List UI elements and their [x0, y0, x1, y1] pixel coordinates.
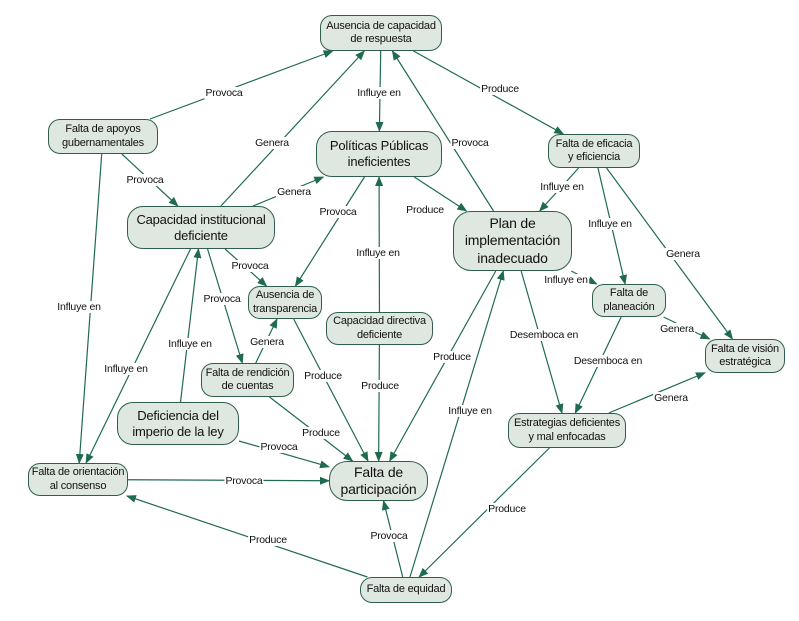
edge-label: Influye en — [587, 218, 633, 230]
edge-plan_implementacion-to-falta_participacion — [389, 270, 497, 462]
edge-capacidad_institucional-to-ausencia_capacidad — [220, 50, 366, 207]
edge-label: Influye en — [56, 301, 102, 313]
edge-capacidad_institucional-to-falta_orientacion — [85, 248, 192, 464]
edge-label: Genera — [653, 392, 689, 404]
node-falta-participacion[interactable]: Falta de participación — [329, 461, 428, 501]
edge-label: Produce — [301, 427, 341, 439]
node-label: Estrategias deficientes y mal enfocadas — [513, 417, 621, 443]
edge-label: Genera — [659, 323, 695, 335]
edge-politicas_publicas-to-plan_implementacion — [413, 176, 468, 212]
edge-label: Produce — [480, 83, 520, 95]
node-label: Falta de visión estratégica — [711, 342, 779, 368]
node-label: Falta de planeación — [603, 287, 655, 313]
edge-label: Provoca — [202, 293, 242, 305]
edge-label: Provoca — [318, 206, 358, 218]
edge-politicas_publicas-to-ausencia_transparencia — [294, 176, 365, 287]
node-politicas-publicas-ineficientes[interactable]: Políticas Públicas ineficientes — [316, 131, 442, 177]
edge-label: Produce — [303, 370, 343, 382]
node-deficiencia-imperio-ley[interactable]: Deficiencia del imperio de la ley — [117, 402, 239, 445]
edge-label: Provoca — [125, 174, 165, 186]
node-label: Falta de equidad — [366, 583, 446, 596]
node-label: Falta de rendición de cuentas — [205, 366, 290, 392]
edge-falta_equidad-to-plan_implementacion — [409, 270, 505, 578]
edge-deficiencia_imperio-to-capacidad_institucional — [179, 248, 202, 403]
node-plan-implementacion-inadecuado[interactable]: Plan de implementación inadecuado — [453, 211, 572, 271]
node-estrategias-deficientes[interactable]: Estrategias deficientes y mal enfocadas — [508, 413, 626, 448]
edge-label: Desemboca en — [572, 355, 644, 367]
node-falta-eficacia-eficiencia[interactable]: Falta de eficacia y eficiencia — [548, 134, 640, 168]
node-label: Falta de apoyos gubernamentales — [61, 123, 144, 149]
edge-label: Genera — [665, 248, 701, 260]
node-label: Ausencia de transparencia — [252, 289, 318, 315]
node-label: Capacidad directiva deficiente — [333, 315, 426, 341]
node-label: Falta de orientación al consenso — [31, 466, 125, 492]
edge-label: Provoca — [369, 530, 409, 542]
edge-label: Produce — [405, 204, 445, 216]
node-falta-apoyos-gubernamentales[interactable]: Falta de apoyos gubernamentales — [48, 119, 158, 154]
edge-label: Influye en — [167, 338, 213, 350]
edge-label: Influye en — [356, 87, 402, 99]
edge-falta_apoyos-to-ausencia_capacidad — [149, 50, 334, 120]
edge-plan_implementacion-to-ausencia_capacidad — [391, 50, 495, 212]
edge-label: Influye en — [447, 405, 493, 417]
edge-label: Provoca — [204, 87, 244, 99]
node-falta-orientacion-consenso[interactable]: Falta de orientación al consenso — [28, 463, 128, 496]
edge-label: Influye en — [355, 247, 401, 259]
node-falta-planeacion[interactable]: Falta de planeación — [592, 284, 666, 317]
edge-label: Influye en — [539, 181, 585, 193]
edge-label: Produce — [432, 351, 472, 363]
node-label: Plan de implementación inadecuado — [464, 215, 561, 266]
node-label: Ausencia de capacidad de respuesta — [326, 19, 436, 45]
edge-label: Influye en — [103, 363, 149, 375]
node-label: Falta de eficacia y eficiencia — [555, 137, 633, 163]
edge-label: Provoca — [450, 137, 490, 149]
node-falta-rendicion-cuentas[interactable]: Falta de rendición de cuentas — [201, 363, 294, 397]
node-falta-equidad[interactable]: Falta de equidad — [360, 577, 452, 603]
edge-label: Provoca — [230, 260, 270, 272]
edge-capacidad_directiva-to-falta_participacion — [374, 344, 383, 462]
node-capacidad-directiva-deficiente[interactable]: Capacidad directiva deficiente — [326, 312, 433, 345]
edge-falta_equidad-to-falta_orientacion — [126, 495, 368, 578]
node-label: Políticas Públicas ineficientes — [329, 138, 429, 169]
edge-estrategias_deficientes-to-falta_equidad — [418, 447, 550, 578]
node-ausencia-capacidad-respuesta[interactable]: Ausencia de capacidad de respuesta — [320, 15, 442, 51]
edge-ausencia_transparencia-to-falta_participacion — [293, 318, 369, 462]
edge-label: Produce — [487, 503, 527, 515]
edge-capacidad_institucional-to-falta_rendicion — [206, 248, 244, 364]
edge-label: Produce — [360, 380, 400, 392]
node-ausencia-transparencia[interactable]: Ausencia de transparencia — [248, 286, 322, 319]
edge-label: Desemboca en — [508, 329, 580, 341]
edge-label: Provoca — [259, 441, 299, 453]
node-falta-vision-estrategica[interactable]: Falta de visión estratégica — [705, 339, 785, 373]
node-label: Falta de participación — [340, 463, 417, 497]
edge-plan_implementacion-to-estrategias_deficientes — [520, 270, 564, 414]
edge-label: Genera — [254, 137, 290, 149]
node-label: Deficiencia del imperio de la ley — [132, 407, 224, 439]
edge-deficiencia_imperio-to-falta_participacion — [238, 440, 330, 469]
edge-label: Produce — [248, 534, 288, 546]
edge-label: Influye en — [543, 274, 589, 286]
edge-label: Genera — [276, 186, 312, 198]
edge-label: Genera — [249, 336, 285, 348]
edge-label: Provoca — [224, 475, 264, 487]
node-capacidad-institucional-deficiente[interactable]: Capacidad institucional deficiente — [127, 206, 275, 249]
node-label: Capacidad institucional deficiente — [136, 211, 266, 243]
